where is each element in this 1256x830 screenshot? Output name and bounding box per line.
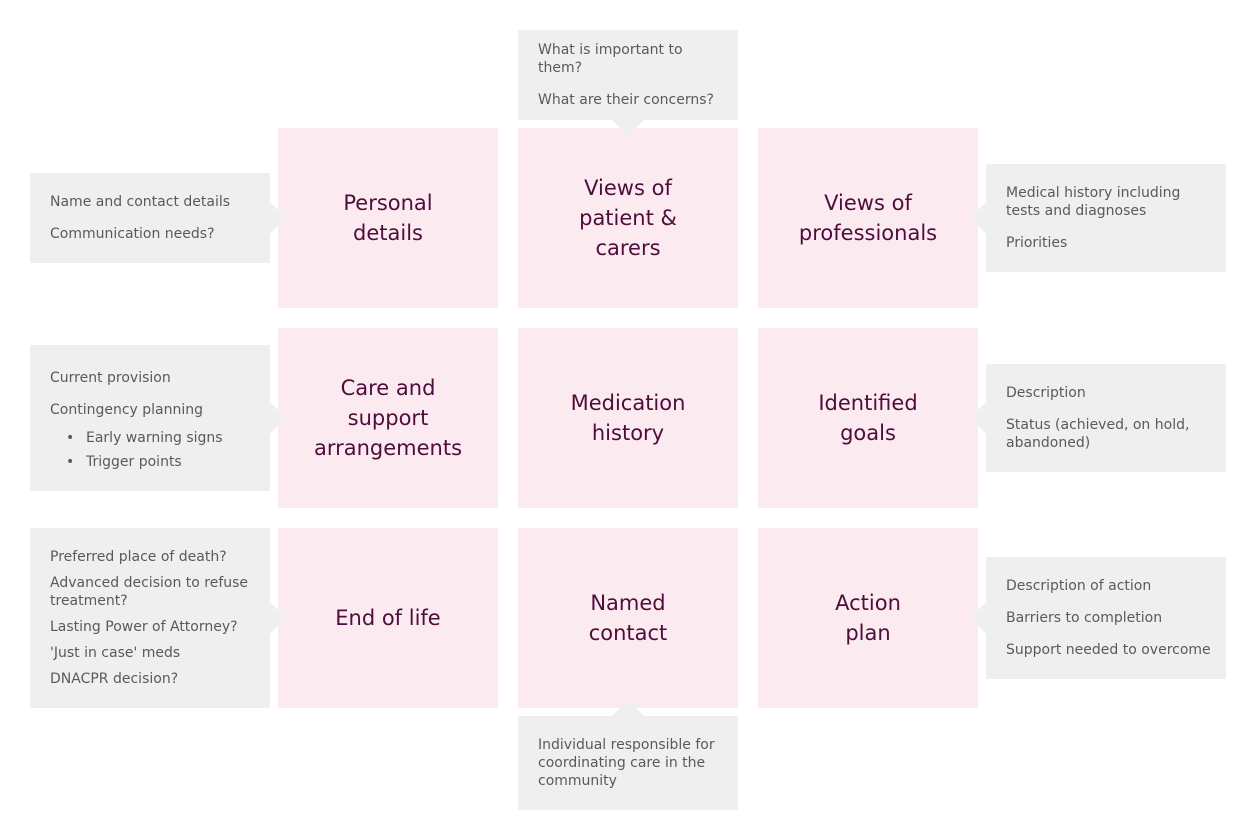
arrow-right-icon <box>270 402 286 434</box>
arrow-right-icon <box>270 202 286 234</box>
note-item: What are their concerns? <box>538 92 714 108</box>
note-views-of-patient: What is important to them? What are thei… <box>518 30 738 120</box>
note-item: Advanced decision to refuse treatment? <box>50 575 249 609</box>
arrow-left-icon <box>970 402 986 434</box>
note-views-of-professionals: Medical history including tests and diag… <box>986 164 1226 272</box>
tile-label-line: Views of <box>584 176 672 200</box>
note-item: Current provision <box>50 370 171 386</box>
note-named-contact: Individual responsible for coordinating … <box>518 716 738 810</box>
tile-label-line: patient & <box>579 206 677 230</box>
note-item: Medical history including tests and diag… <box>1006 185 1181 219</box>
arrow-right-icon <box>270 602 286 634</box>
note-personal-details: Name and contact details Communication n… <box>30 173 270 263</box>
note-identified-goals: Description Status (achieved, on hold, a… <box>986 364 1226 472</box>
tile-label-line: details <box>353 221 423 245</box>
tile-label-line: Named <box>590 591 666 615</box>
tile-identified-goals: Identified goals <box>758 328 978 508</box>
tile-end-of-life: End of life <box>278 528 498 708</box>
tile-personal-details: Personal details <box>278 128 498 308</box>
note-item: 'Just in case' meds <box>50 645 181 661</box>
arrow-left-icon <box>970 602 986 634</box>
arrow-up-icon <box>612 700 644 716</box>
tile-medication-history: Medication history <box>518 328 738 508</box>
note-item: Status (achieved, on hold, abandoned) <box>1006 417 1190 451</box>
tile-label-line: Care and <box>340 376 436 400</box>
note-item: Lasting Power of Attorney? <box>50 619 238 635</box>
tile-label-line: Medication <box>570 391 686 415</box>
tile-label-line: support <box>347 406 429 430</box>
note-item: Description of action <box>1006 578 1152 594</box>
tile-label-line: goals <box>840 421 896 445</box>
tile-label-line: Action <box>835 591 901 615</box>
note-bullet-item: Trigger points <box>66 453 258 471</box>
tile-views-of-patient-and-carers: Views of patient & carers <box>518 128 738 308</box>
note-item: Individual responsible for coordinating … <box>538 737 715 789</box>
tile-label-line: professionals <box>798 221 938 245</box>
tile-action-plan: Action plan <box>758 528 978 708</box>
note-item: Description <box>1006 385 1086 401</box>
tile-label-line: arrangements <box>313 436 463 460</box>
note-item: Barriers to completion <box>1006 610 1163 626</box>
tile-label-line: contact <box>588 621 668 645</box>
arrow-left-icon <box>970 202 986 234</box>
note-end-of-life: Preferred place of death? Advanced decis… <box>30 528 270 708</box>
tile-care-and-support-arrangements: Care and support arrangements <box>278 328 498 508</box>
note-bullet-item: Early warning signs <box>66 429 258 447</box>
note-care-and-support: Current provision Contingency planning E… <box>30 345 270 491</box>
tile-label-line: plan <box>845 621 891 645</box>
note-item: Support needed to overcome <box>1006 642 1211 658</box>
arrow-down-icon <box>612 120 644 136</box>
note-item: Contingency planning <box>50 402 204 418</box>
tile-label-line: End of life <box>335 606 441 630</box>
tile-named-contact: Named contact <box>518 528 738 708</box>
tile-label-line: Identified <box>818 391 918 415</box>
tile-label-line: Views of <box>824 191 912 215</box>
tile-label-line: history <box>591 421 665 445</box>
note-item: Name and contact details <box>50 194 231 210</box>
note-item: What is important to them? <box>538 42 683 76</box>
note-item: Communication needs? <box>50 226 215 242</box>
note-item: Priorities <box>1006 235 1068 251</box>
tile-views-of-professionals: Views of professionals <box>758 128 978 308</box>
tile-label-line: Personal <box>343 191 433 215</box>
tile-label-line: carers <box>595 236 661 260</box>
note-item: Preferred place of death? <box>50 549 227 565</box>
note-item: DNACPR decision? <box>50 671 179 687</box>
note-action-plan: Description of action Barriers to comple… <box>986 557 1226 679</box>
